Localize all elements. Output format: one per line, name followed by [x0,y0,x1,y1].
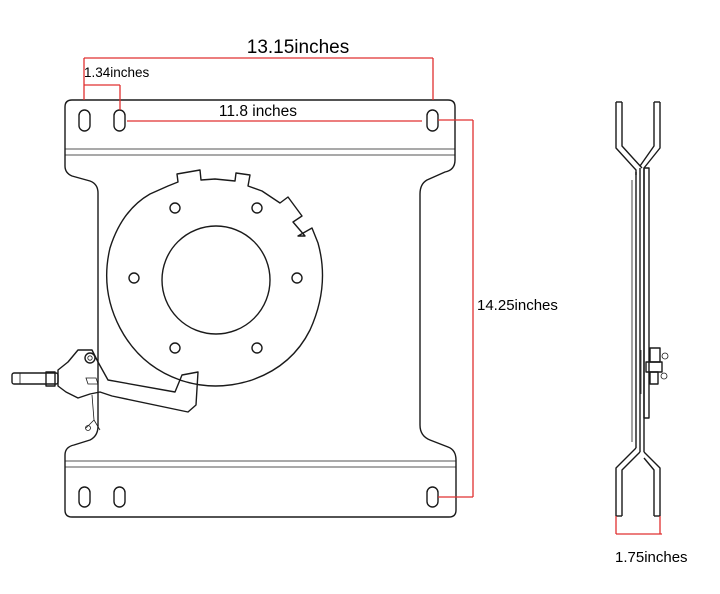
slot-top-left-outer [78,109,91,132]
bolt-hole [251,202,263,214]
lever-clip [45,371,56,387]
plate-outline [64,99,457,518]
label-side-thickness: 1.75inches [615,549,688,566]
label-overall-height: 14.25inches [477,297,558,314]
slot-bottom-left-outer [78,486,91,508]
plate-side-view [615,101,669,517]
slot-top-left-inner [113,109,126,132]
release-lever [11,349,199,431]
bolt-hole [251,342,263,354]
label-overall-width: 13.15inches [247,37,349,58]
lever-pivot [84,352,96,364]
label-slot-offset: 1.34inches [84,65,150,80]
dimension-lines [83,57,662,535]
lever-rod [11,372,59,385]
bolt-hole [169,342,181,354]
slot-bottom-right [426,486,439,508]
label-slot-spacing: 11.8 inches [219,103,297,120]
side-profile-bottom [615,447,661,516]
slot-bottom-left-inner [113,486,126,508]
side-flange [643,167,650,419]
lever-arm [57,349,199,413]
bolt-hole [169,202,181,214]
bolt-hole [128,272,140,284]
side-latch [649,347,661,363]
center-hole [161,225,271,335]
plate-front-view [11,99,457,518]
swivel-ring [106,169,324,387]
side-profile-top [615,102,661,175]
slot-top-right [426,109,439,132]
bolt-hole [291,272,303,284]
